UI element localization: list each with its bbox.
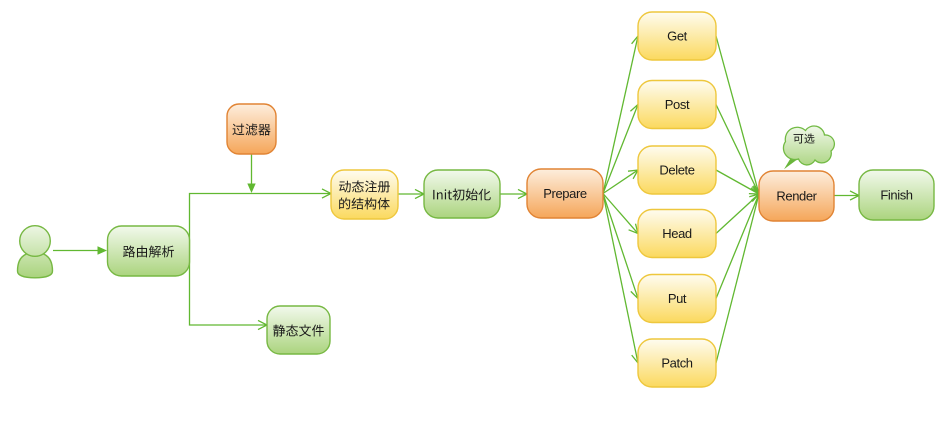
svg-text:Patch: Patch xyxy=(661,355,692,370)
svg-text:Delete: Delete xyxy=(659,162,694,177)
svg-text:Put: Put xyxy=(668,291,687,306)
svg-text:Finish: Finish xyxy=(880,187,912,202)
svg-text:Post: Post xyxy=(665,97,690,112)
svg-text:Head: Head xyxy=(662,226,692,241)
svg-text:Prepare: Prepare xyxy=(543,186,587,201)
svg-text:Render: Render xyxy=(776,188,817,203)
svg-text:Get: Get xyxy=(667,28,688,43)
